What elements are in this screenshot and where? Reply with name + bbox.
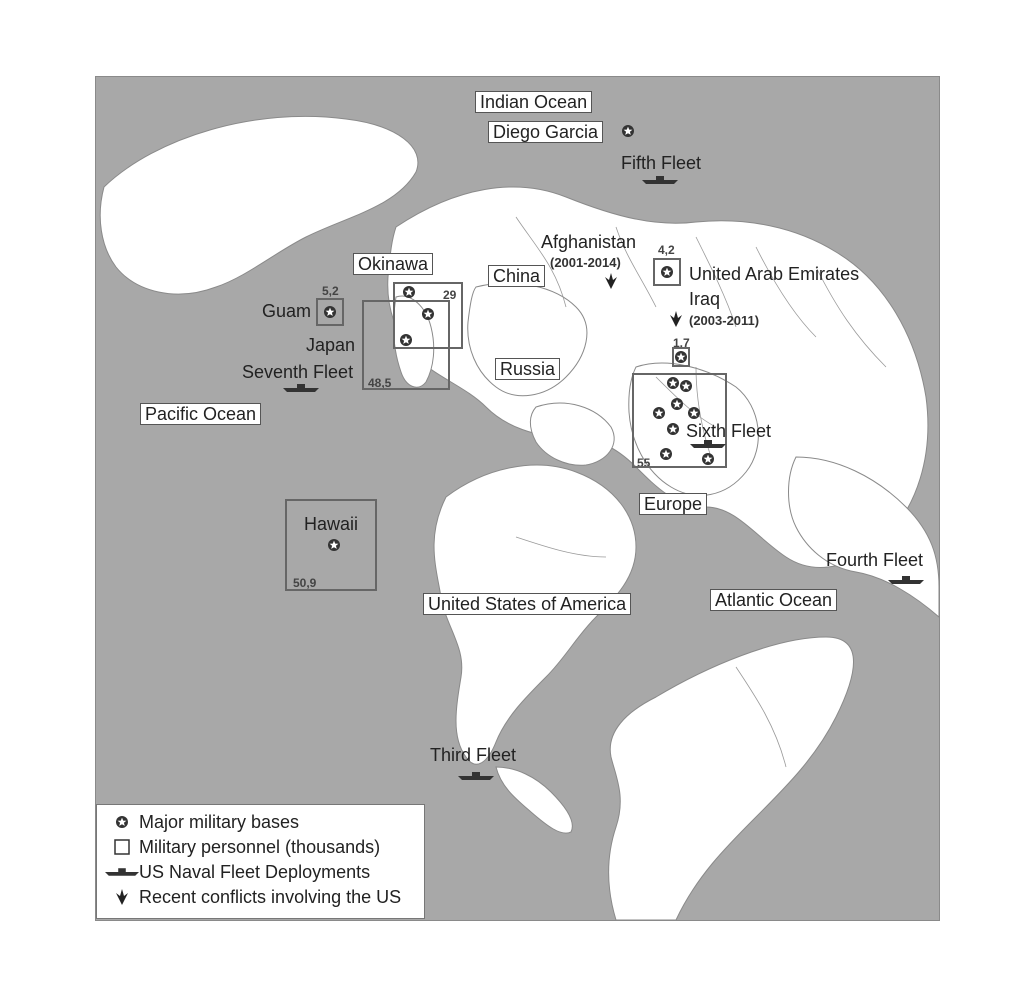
label-pacific-ocean: Pacific Ocean <box>140 403 262 425</box>
star-in-circle-icon <box>653 407 665 419</box>
star-in-circle-icon <box>622 125 634 137</box>
star-in-circle-icon <box>667 423 679 435</box>
label-iraq: Iraq <box>689 289 721 309</box>
label-guam-count: 5,2 <box>322 284 339 298</box>
label-afghanistan-years: (2001-2014) <box>550 255 621 270</box>
label-atlantic-ocean: Atlantic Ocean <box>710 589 838 611</box>
label-turkey-count: 1,7 <box>673 336 690 350</box>
star-in-circle-icon <box>680 380 692 392</box>
legend-row-bases: Major military bases <box>105 811 299 833</box>
label-fifth-fleet: Fifth Fleet <box>621 153 702 173</box>
personnel-box-japan <box>362 300 450 390</box>
label-uae: United Arab Emirates <box>689 264 860 284</box>
star-in-circle-icon <box>400 334 412 346</box>
explosion-icon <box>605 273 617 289</box>
label-usa: United States of America <box>423 593 632 615</box>
ship-icon <box>690 440 726 448</box>
star-in-circle-icon <box>671 398 683 410</box>
star-in-circle-icon <box>675 351 687 363</box>
star-in-circle-icon <box>660 448 672 460</box>
star-in-circle-icon <box>403 286 415 298</box>
land-africa <box>788 456 939 618</box>
label-japan: Japan <box>306 335 356 355</box>
label-japan-count: 48,5 <box>368 376 392 390</box>
legend-label-conflicts: Recent conflicts involving the US <box>139 886 402 907</box>
label-sixth-fleet: Sixth Fleet <box>686 421 772 441</box>
label-china: China <box>488 265 546 287</box>
legend-label-personnel: Military personnel (thousands) <box>139 836 381 857</box>
personnel-box-europe <box>632 373 727 468</box>
label-indian-ocean: Indian Ocean <box>475 91 593 113</box>
star-in-circle-icon <box>422 308 434 320</box>
legend: Major military bases Military personnel … <box>96 804 425 919</box>
ship-icon <box>283 384 319 392</box>
personnel-box-uae <box>653 258 681 286</box>
label-guam: Guam <box>262 301 312 321</box>
label-uae-count: 4,2 <box>658 243 675 257</box>
map: Indian Ocean Diego Garcia Fifth Fleet Af… <box>95 76 940 921</box>
legend-row-fleet: US Naval Fleet Deployments <box>105 861 370 883</box>
label-hawaii-count: 50,9 <box>293 576 317 590</box>
label-third-fleet: Third Fleet <box>430 745 517 765</box>
ship-icon <box>642 176 678 184</box>
star-in-circle-icon <box>328 539 340 551</box>
land-greenland <box>99 115 419 295</box>
star-in-circle-icon <box>116 816 128 828</box>
star-in-circle-icon <box>688 407 700 419</box>
label-fourth-fleet: Fourth Fleet <box>826 550 924 570</box>
ship-icon <box>888 576 924 584</box>
land-arctic-islands <box>529 402 615 466</box>
legend-row-conflicts: Recent conflicts involving the US <box>105 886 401 908</box>
label-europe: Europe <box>639 493 708 515</box>
legend-row-personnel: Military personnel (thousands) <box>105 836 380 858</box>
label-russia: Russia <box>495 358 561 380</box>
label-afghanistan: Afghanistan <box>541 232 637 252</box>
map-land-shapes <box>99 115 939 920</box>
star-in-circle-icon <box>324 306 336 318</box>
star-in-circle-icon <box>661 266 673 278</box>
ship-icon <box>105 868 139 876</box>
star-in-circle-icon <box>702 453 714 465</box>
land-south-america <box>608 636 854 920</box>
label-iraq-years: (2003-2011) <box>689 313 760 328</box>
legend-label-fleet: US Naval Fleet Deployments <box>139 861 371 882</box>
land-central-america <box>495 766 573 834</box>
personnel-box-turkey <box>672 347 690 367</box>
label-okinawa-count: 29 <box>443 288 457 302</box>
ship-icon <box>458 772 494 780</box>
label-okinawa: Okinawa <box>353 253 434 275</box>
square-icon <box>114 839 130 855</box>
label-diego-garcia: Diego Garcia <box>488 121 604 143</box>
personnel-box-okinawa <box>393 282 463 349</box>
star-in-circle-icon <box>667 377 679 389</box>
explosion-icon <box>670 311 682 327</box>
personnel-box-hawaii <box>285 499 377 591</box>
label-hawaii: Hawaii <box>304 514 359 534</box>
personnel-box-guam <box>316 298 344 326</box>
label-seventh-fleet: Seventh Fleet <box>242 362 354 382</box>
explosion-icon <box>116 889 128 905</box>
legend-label-bases: Major military bases <box>139 811 300 832</box>
